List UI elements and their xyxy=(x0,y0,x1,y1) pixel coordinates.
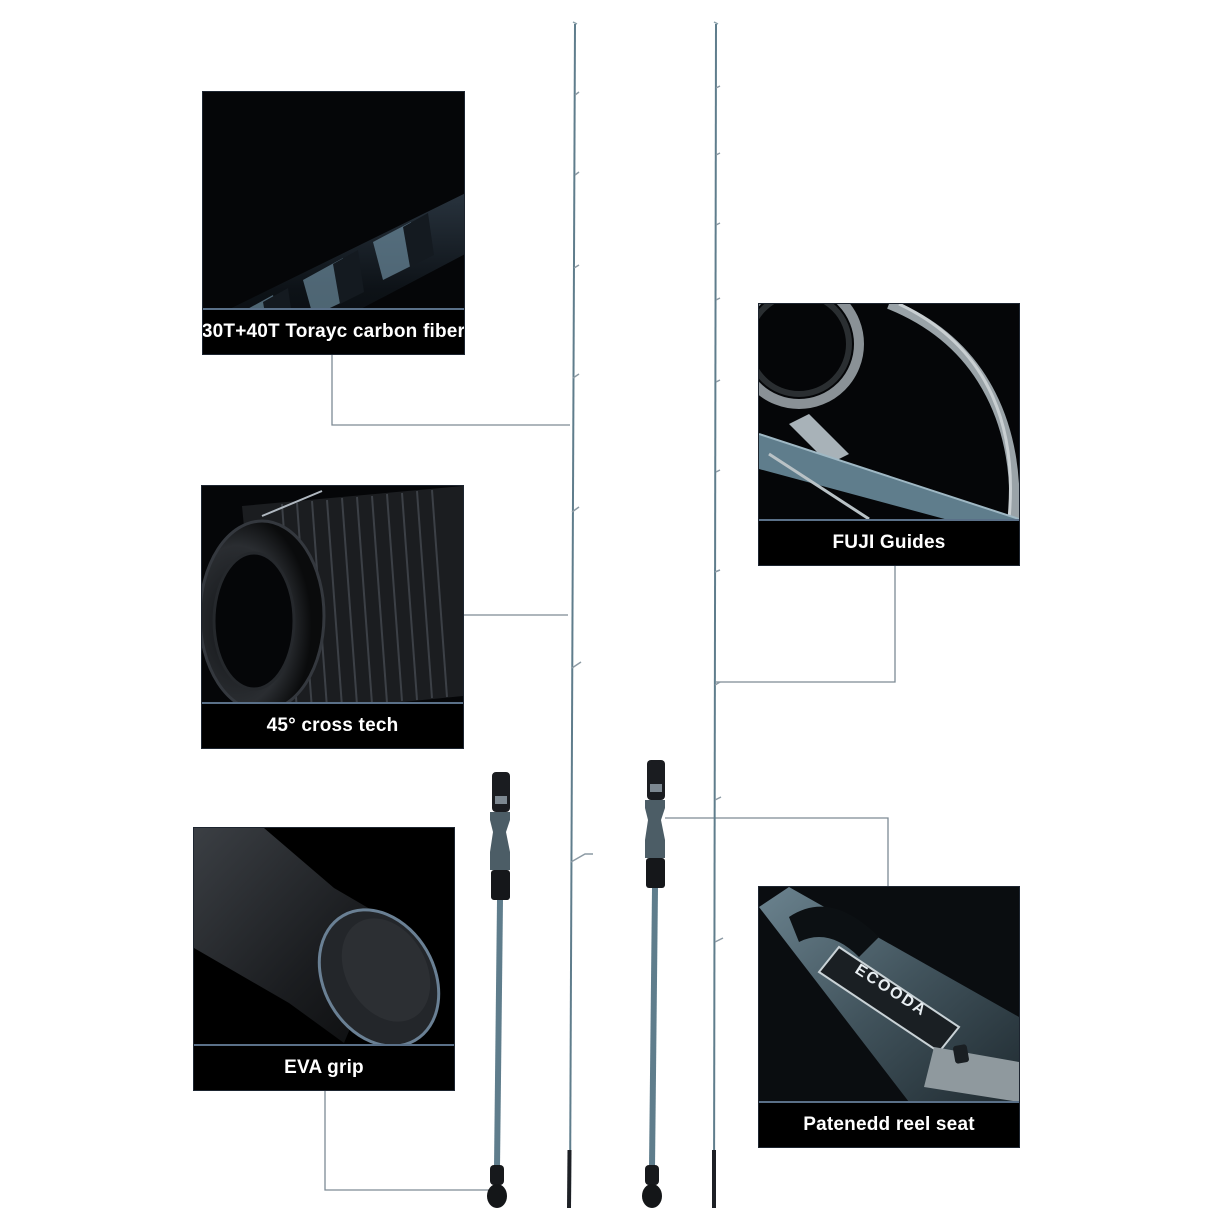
feature-panel-guides: FUJI Guides xyxy=(759,304,1019,565)
caption-guides: FUJI Guides xyxy=(759,519,1019,565)
caption-grip: EVA grip xyxy=(194,1044,454,1090)
leader-line-guides xyxy=(716,565,896,683)
leader-line-grip xyxy=(324,1090,490,1191)
rod-left-blank xyxy=(567,21,593,1209)
leader-line-reel-seat xyxy=(665,817,889,887)
caption-cross: 45° cross tech xyxy=(202,702,463,748)
leader-lines xyxy=(324,355,896,1191)
rod-right-blank xyxy=(712,21,724,1208)
feature-panel-cross: 45° cross tech xyxy=(202,486,463,748)
caption-carbon: 30T+40T Torayc carbon fiber xyxy=(203,308,464,354)
feature-panel-grip: EVA grip xyxy=(194,828,454,1090)
rod-right-handle xyxy=(642,760,665,1208)
caption-reel-seat: Patenedd reel seat xyxy=(759,1101,1019,1147)
feature-panel-reel-seat: ECOODA Patenedd reel seat xyxy=(759,887,1019,1147)
feature-panel-carbon: 30T+40T Torayc carbon fiber xyxy=(203,92,464,354)
rod-left-handle xyxy=(487,772,510,1208)
leader-line-carbon xyxy=(331,355,570,426)
